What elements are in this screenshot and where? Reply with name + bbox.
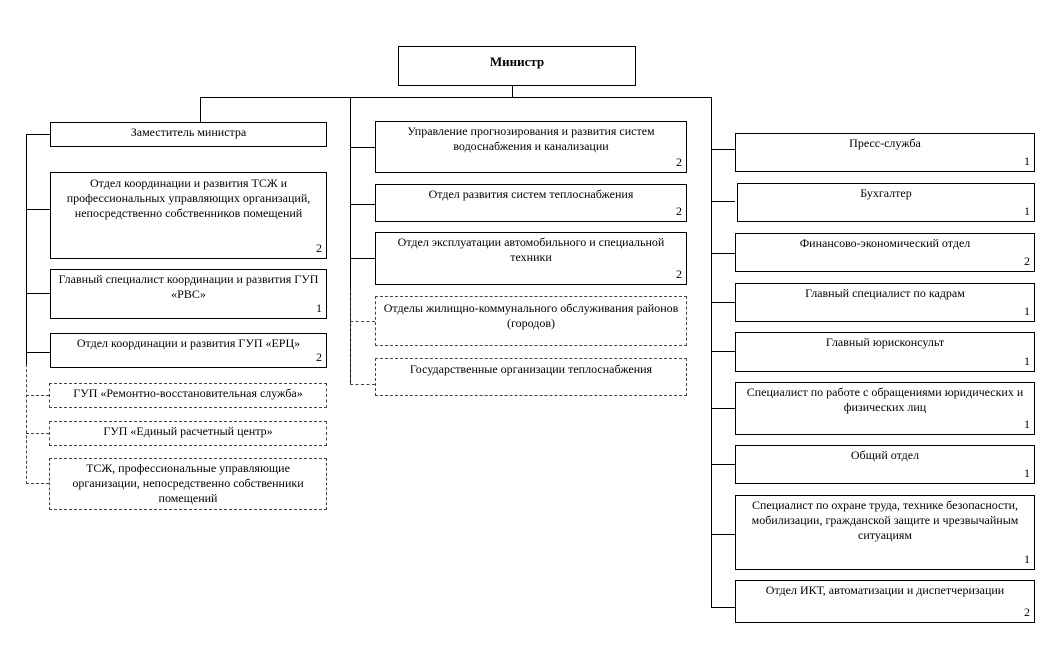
right-unit-3-label: Финансово-экономический отдел (799, 236, 971, 250)
minister-box: Министр (398, 46, 636, 86)
left-unit-1-box: Отдел координации и развития ТСЖ и профе… (50, 172, 327, 259)
right-unit-8-count: 1 (1024, 552, 1030, 566)
left-sub-3-box: ТСЖ, профессиональные управляющие органи… (49, 458, 327, 510)
connector-mid-dashed-spine (350, 290, 351, 385)
connector-right-unit-7 (711, 464, 735, 465)
mid-sub-2-box: Государственные организации теплоснабжен… (375, 358, 687, 396)
right-unit-1-box: Пресс-служба 1 (735, 133, 1035, 172)
right-unit-6-label: Специалист по работе с обращениями юриди… (746, 385, 1024, 414)
left-sub-2-box: ГУП «Единый расчетный центр» (49, 421, 327, 446)
connector-left-sub-1 (26, 395, 49, 396)
mid-unit-1-box: Управление прогнозирования и развития си… (375, 121, 687, 173)
right-unit-2-label: Бухгалтер (860, 186, 912, 200)
left-unit-2-box: Главный специалист координации и развити… (50, 269, 327, 319)
right-unit-3-count: 2 (1024, 254, 1030, 268)
left-unit-2-count: 1 (316, 301, 322, 315)
left-unit-3-label: Отдел координации и развития ГУП «ЕРЦ» (76, 336, 301, 350)
connector-right-unit-6 (711, 408, 735, 409)
mid-unit-2-label: Отдел развития систем теплоснабжения (428, 187, 634, 201)
right-unit-8-label: Специалист по охране труда, технике безо… (751, 498, 1019, 542)
left-unit-1-label: Отдел координации и развития ТСЖ и профе… (66, 176, 311, 220)
connector-top-bus (200, 97, 711, 98)
mid-unit-2-count: 2 (676, 204, 682, 218)
connector-right-unit-5 (711, 351, 735, 352)
connector-mid-unit-2 (350, 204, 375, 205)
right-unit-9-label: Отдел ИКТ, автоматизации и диспетчеризац… (765, 583, 1005, 597)
connector-left-spine (26, 134, 27, 364)
left-unit-1-count: 2 (316, 241, 322, 255)
mid-sub-1-box: Отделы жилищно-коммунального обслуживани… (375, 296, 687, 346)
left-unit-3-box: Отдел координации и развития ГУП «ЕРЦ» 2 (50, 333, 327, 368)
connector-mid-sub-1 (350, 321, 375, 322)
connector-mid-unit-3 (350, 258, 375, 259)
left-unit-3-count: 2 (316, 350, 322, 364)
connector-minister-down (512, 86, 513, 98)
connector-mid-sub-2 (350, 384, 375, 385)
right-unit-8-box: Специалист по охране труда, технике безо… (735, 495, 1035, 570)
connector-left-to-deputy (26, 134, 50, 135)
right-unit-5-label: Главный юрисконсульт (825, 335, 945, 349)
connector-left-unit-3 (26, 352, 50, 353)
right-unit-9-box: Отдел ИКТ, автоматизации и диспетчеризац… (735, 580, 1035, 623)
mid-unit-1-label: Управление прогнозирования и развития си… (407, 124, 655, 153)
connector-to-deputy (200, 97, 201, 122)
connector-left-sub-2 (26, 433, 49, 434)
right-unit-1-count: 1 (1024, 154, 1030, 168)
connector-right-unit-2 (711, 201, 735, 202)
connector-mid-unit-1 (350, 147, 375, 148)
connector-right-unit-1 (711, 149, 735, 150)
connector-left-unit-1 (26, 209, 50, 210)
right-unit-4-box: Главный специалист по кадрам 1 (735, 283, 1035, 322)
mid-unit-2-box: Отдел развития систем теплоснабжения 2 (375, 184, 687, 222)
left-sub-1-label: ГУП «Ремонтно-восстановительная служба» (73, 386, 303, 400)
connector-right-unit-9 (711, 607, 735, 608)
right-unit-4-count: 1 (1024, 304, 1030, 318)
connector-right-spine (711, 97, 712, 608)
connector-left-sub-3 (26, 483, 49, 484)
right-unit-7-count: 1 (1024, 466, 1030, 480)
deputy-minister-box: Заместитель министра (50, 122, 327, 147)
connector-right-unit-3 (711, 253, 735, 254)
mid-unit-1-count: 2 (676, 155, 682, 169)
right-unit-7-box: Общий отдел 1 (735, 445, 1035, 484)
mid-unit-3-label: Отдел эксплуатации автомобильного и спец… (397, 235, 665, 264)
right-unit-1-label: Пресс-служба (849, 136, 921, 150)
connector-left-dashed-spine (26, 364, 27, 484)
left-sub-1-box: ГУП «Ремонтно-восстановительная служба» (49, 383, 327, 408)
left-sub-2-label: ГУП «Единый расчетный центр» (103, 424, 273, 438)
right-unit-7-label: Общий отдел (850, 448, 920, 462)
right-unit-4-label: Главный специалист по кадрам (805, 286, 965, 300)
left-sub-3-label: ТСЖ, профессиональные управляющие органи… (72, 461, 304, 505)
mid-unit-3-box: Отдел эксплуатации автомобильного и спец… (375, 232, 687, 285)
mid-unit-3-count: 2 (676, 267, 682, 281)
deputy-minister-label: Заместитель министра (130, 125, 247, 139)
mid-sub-1-label: Отделы жилищно-коммунального обслуживани… (383, 301, 679, 330)
right-unit-5-count: 1 (1024, 354, 1030, 368)
right-unit-3-box: Финансово-экономический отдел 2 (735, 233, 1035, 272)
right-unit-2-box: Бухгалтер 1 (737, 183, 1035, 222)
right-unit-6-count: 1 (1024, 417, 1030, 431)
connector-middle-spine (350, 97, 351, 384)
connector-right-unit-8 (711, 534, 735, 535)
connector-right-unit-4 (711, 302, 735, 303)
mid-sub-2-label: Государственные организации теплоснабжен… (409, 362, 653, 376)
right-unit-9-count: 2 (1024, 605, 1030, 619)
connector-left-unit-2 (26, 293, 50, 294)
right-unit-5-box: Главный юрисконсульт 1 (735, 332, 1035, 372)
minister-label: Министр (489, 54, 545, 69)
right-unit-6-box: Специалист по работе с обращениями юриди… (735, 382, 1035, 435)
left-unit-2-label: Главный специалист координации и развити… (58, 272, 319, 301)
right-unit-2-count: 1 (1024, 204, 1030, 218)
